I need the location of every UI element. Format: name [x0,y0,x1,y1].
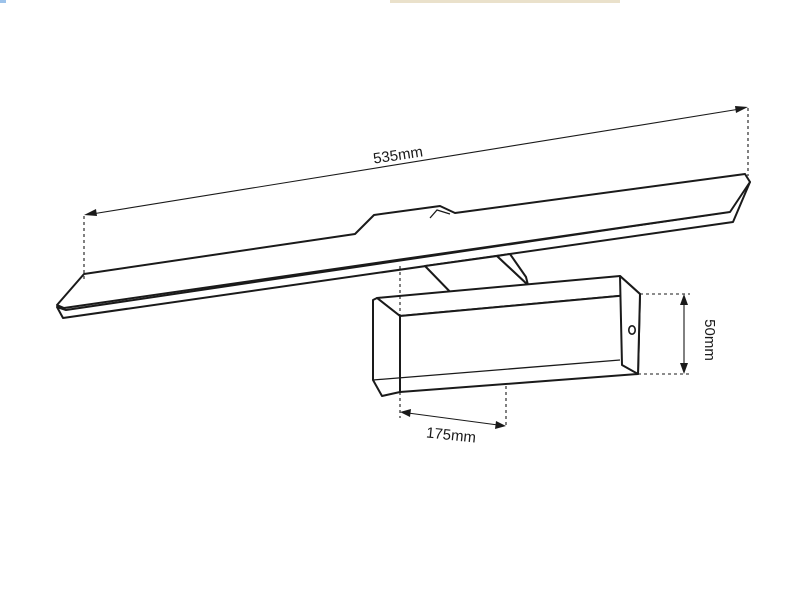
lamp-bar-top-face [56,173,751,309]
mount-screw-hole [627,324,636,335]
depth-label: 175mm [425,424,477,446]
mount-front-face [372,297,401,397]
depth-arrow-left [400,409,411,417]
lamp-bar [56,173,751,319]
mount-bottom-edge [372,359,621,381]
top-edge-strip-right [390,0,620,3]
length-arrow-left [84,209,97,216]
top-edge-strip-left [0,0,6,3]
connector-side-face [496,253,529,286]
height-arrow-top [680,294,688,305]
mount-end-face [619,275,641,375]
length-dimension: 535mm [83,106,749,280]
lamp-bar-hump-ridge [429,209,451,219]
wall-mount-box [372,275,641,397]
height-arrow-bottom [680,363,688,374]
depth-dimension-line [407,412,499,426]
height-dimension: 50mm [638,293,718,375]
depth-dimension: 175mm [399,266,507,447]
length-arrow-right [735,106,748,113]
length-label: 535mm [372,143,424,167]
depth-arrow-right [495,421,506,429]
height-label: 50mm [701,319,718,361]
length-dimension-line [91,108,741,215]
